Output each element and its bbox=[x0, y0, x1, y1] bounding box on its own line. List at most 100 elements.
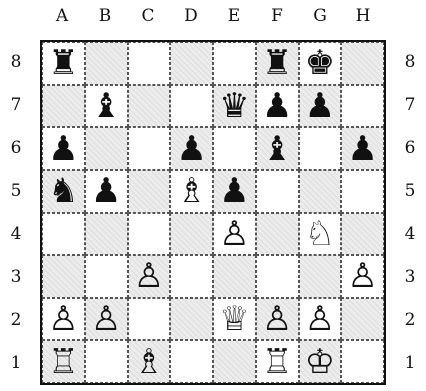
square-b1[interactable] bbox=[85, 340, 128, 383]
square-f6[interactable]: ♝ bbox=[256, 127, 299, 170]
square-b3[interactable] bbox=[85, 255, 128, 298]
piece-f8: ♜ bbox=[262, 46, 292, 80]
piece-c1: ♗ bbox=[134, 345, 164, 379]
square-a1[interactable]: ♖ bbox=[42, 340, 85, 383]
square-g4[interactable]: ♘ bbox=[299, 213, 342, 256]
file-label-b: B bbox=[85, 6, 125, 26]
square-f1[interactable]: ♖ bbox=[256, 340, 299, 383]
square-d2[interactable] bbox=[170, 298, 213, 341]
square-g5[interactable] bbox=[299, 170, 342, 213]
square-c7[interactable] bbox=[128, 85, 171, 128]
square-a2[interactable]: ♙ bbox=[42, 298, 85, 341]
square-a6[interactable]: ♟ bbox=[42, 127, 85, 170]
square-h1[interactable] bbox=[341, 340, 384, 383]
square-g6[interactable] bbox=[299, 127, 342, 170]
file-label-a: A bbox=[42, 6, 82, 26]
square-e4[interactable]: ♙ bbox=[213, 213, 256, 256]
rank-label-5: 5 bbox=[6, 181, 26, 201]
piece-a6: ♟ bbox=[48, 132, 78, 166]
square-f4[interactable] bbox=[256, 213, 299, 256]
square-e7[interactable]: ♛ bbox=[213, 85, 256, 128]
file-label-c: C bbox=[128, 6, 168, 26]
square-g3[interactable] bbox=[299, 255, 342, 298]
file-label-f: F bbox=[257, 6, 297, 26]
square-e5[interactable]: ♟ bbox=[213, 170, 256, 213]
square-d6[interactable]: ♟ bbox=[170, 127, 213, 170]
square-f5[interactable] bbox=[256, 170, 299, 213]
square-c3[interactable]: ♙ bbox=[128, 255, 171, 298]
square-b4[interactable] bbox=[85, 213, 128, 256]
rank-label-7-right: 7 bbox=[400, 95, 420, 115]
square-b7[interactable]: ♝ bbox=[85, 85, 128, 128]
square-c1[interactable]: ♗ bbox=[128, 340, 171, 383]
chess-board: ♜♜♚♝♛♟♟♟♟♝♟♞♟♗♟♙♘♙♙♙♙♕♙♙♖♗♖♔ bbox=[40, 40, 386, 385]
square-a4[interactable] bbox=[42, 213, 85, 256]
piece-a1: ♖ bbox=[48, 345, 78, 379]
piece-d5: ♗ bbox=[176, 174, 206, 208]
square-a5[interactable]: ♞ bbox=[42, 170, 85, 213]
square-h3[interactable]: ♙ bbox=[341, 255, 384, 298]
square-c2[interactable] bbox=[128, 298, 171, 341]
file-label-g: G bbox=[300, 6, 340, 26]
square-b8[interactable] bbox=[85, 42, 128, 85]
square-b2[interactable]: ♙ bbox=[85, 298, 128, 341]
rank-label-6: 6 bbox=[6, 138, 26, 158]
file-label-h: H bbox=[343, 6, 383, 26]
square-f2[interactable]: ♙ bbox=[256, 298, 299, 341]
piece-a8: ♜ bbox=[48, 46, 78, 80]
square-e8[interactable] bbox=[213, 42, 256, 85]
square-d7[interactable] bbox=[170, 85, 213, 128]
square-g7[interactable]: ♟ bbox=[299, 85, 342, 128]
square-f8[interactable]: ♜ bbox=[256, 42, 299, 85]
square-c4[interactable] bbox=[128, 213, 171, 256]
rank-label-1: 1 bbox=[6, 353, 26, 373]
square-d1[interactable] bbox=[170, 340, 213, 383]
square-h6[interactable]: ♟ bbox=[341, 127, 384, 170]
square-h5[interactable] bbox=[341, 170, 384, 213]
square-h7[interactable] bbox=[341, 85, 384, 128]
piece-f6: ♝ bbox=[262, 132, 292, 166]
piece-a2: ♙ bbox=[48, 302, 78, 336]
rank-label-6-right: 6 bbox=[400, 138, 420, 158]
rank-label-2: 2 bbox=[6, 310, 26, 330]
square-h2[interactable] bbox=[341, 298, 384, 341]
square-d5[interactable]: ♗ bbox=[170, 170, 213, 213]
square-d4[interactable] bbox=[170, 213, 213, 256]
square-c5[interactable] bbox=[128, 170, 171, 213]
piece-h6: ♟ bbox=[347, 132, 377, 166]
square-g1[interactable]: ♔ bbox=[299, 340, 342, 383]
piece-f7: ♟ bbox=[262, 89, 292, 123]
file-label-d: D bbox=[171, 6, 211, 26]
square-b6[interactable] bbox=[85, 127, 128, 170]
rank-label-5-right: 5 bbox=[400, 181, 420, 201]
square-a3[interactable] bbox=[42, 255, 85, 298]
square-g2[interactable]: ♙ bbox=[299, 298, 342, 341]
square-h4[interactable] bbox=[341, 213, 384, 256]
piece-g4: ♘ bbox=[305, 217, 335, 251]
rank-label-4: 4 bbox=[6, 224, 26, 244]
square-d8[interactable] bbox=[170, 42, 213, 85]
rank-label-2-right: 2 bbox=[400, 310, 420, 330]
square-e3[interactable] bbox=[213, 255, 256, 298]
rank-label-3-right: 3 bbox=[400, 267, 420, 287]
square-f7[interactable]: ♟ bbox=[256, 85, 299, 128]
piece-b2: ♙ bbox=[91, 302, 121, 336]
square-e2[interactable]: ♕ bbox=[213, 298, 256, 341]
square-e1[interactable] bbox=[213, 340, 256, 383]
square-h8[interactable] bbox=[341, 42, 384, 85]
square-a7[interactable] bbox=[42, 85, 85, 128]
square-e6[interactable] bbox=[213, 127, 256, 170]
file-label-e: E bbox=[214, 6, 254, 26]
rank-label-7: 7 bbox=[6, 95, 26, 115]
square-f3[interactable] bbox=[256, 255, 299, 298]
square-c6[interactable] bbox=[128, 127, 171, 170]
square-b5[interactable]: ♟ bbox=[85, 170, 128, 213]
rank-label-8-right: 8 bbox=[400, 52, 420, 72]
piece-g1: ♔ bbox=[305, 345, 335, 379]
square-d3[interactable] bbox=[170, 255, 213, 298]
rank-label-1-right: 1 bbox=[400, 353, 420, 373]
square-c8[interactable] bbox=[128, 42, 171, 85]
piece-c3: ♙ bbox=[134, 259, 164, 293]
square-a8[interactable]: ♜ bbox=[42, 42, 85, 85]
square-g8[interactable]: ♚ bbox=[299, 42, 342, 85]
